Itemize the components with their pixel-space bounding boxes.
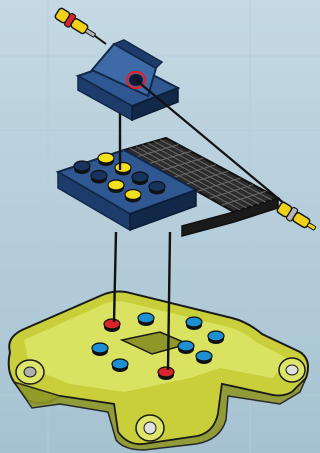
plate-stud [91,171,107,184]
chassis-stud [138,313,154,326]
hub-left-inner [24,367,36,377]
chassis-stud [178,341,194,354]
plate-stud [74,161,90,174]
plate-stud [149,182,165,195]
chassis-stud [186,317,202,330]
plate-stud [98,153,114,166]
plate-stud [125,190,141,203]
hub-right-inner [286,365,298,375]
hub-bottom-inner [144,422,156,434]
chassis-stud [92,343,108,356]
chassis-stud [104,319,120,332]
chassis-stud [196,351,212,364]
chassis-stud [158,367,174,380]
chassis-stud [112,359,128,372]
chassis-stud [208,331,224,344]
plate-stud [108,180,124,193]
plate-stud [132,172,148,185]
plate-stud [115,163,131,176]
